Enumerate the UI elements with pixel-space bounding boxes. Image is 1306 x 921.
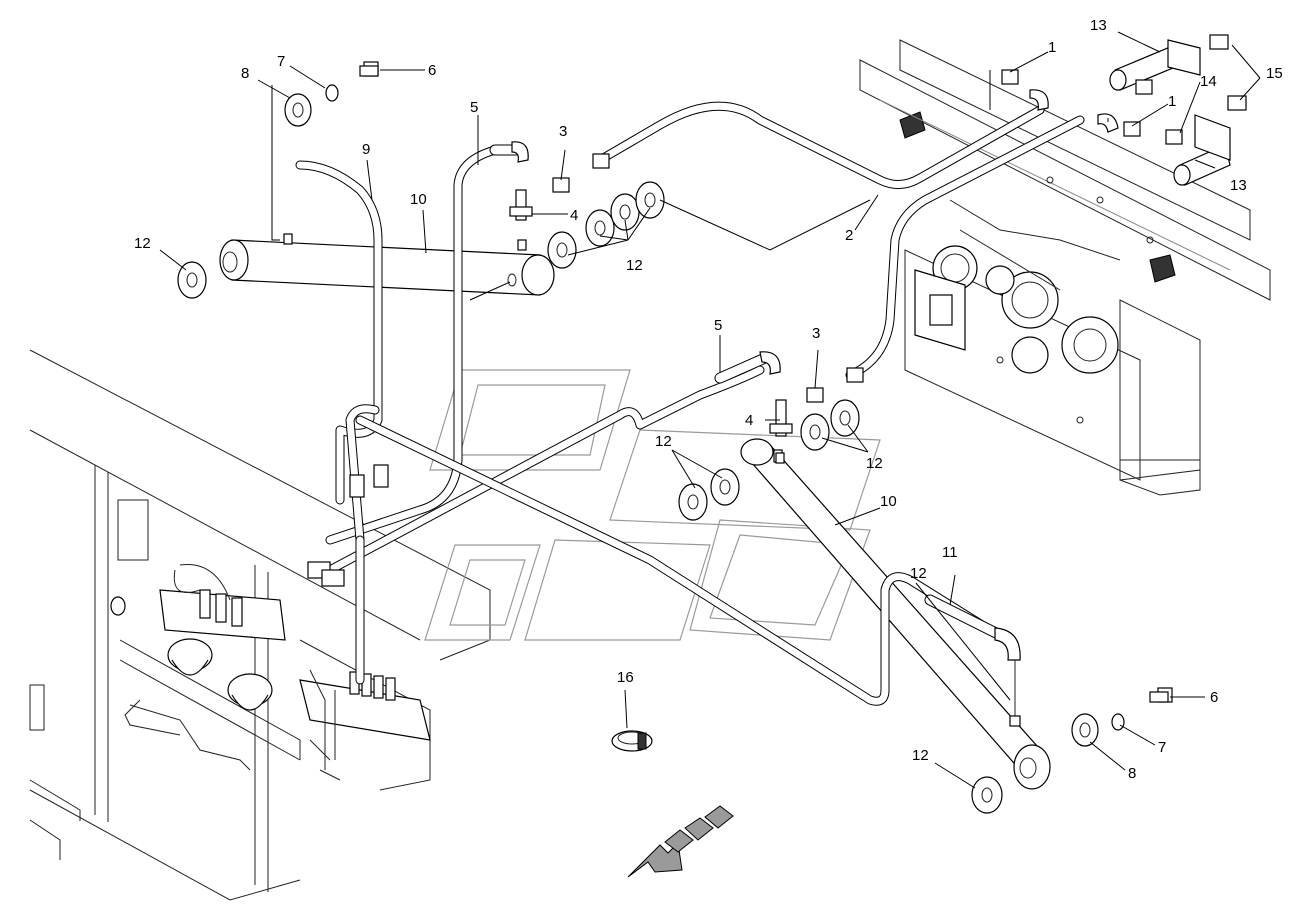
hydraulic-cylinder-upper — [219, 233, 555, 296]
bracket-13-upper — [1109, 39, 1201, 91]
callout-5: 5 — [714, 317, 722, 334]
callout-9: 9 — [362, 141, 370, 158]
callout-labels: 1 1 2 3 3 4 4 5 5 6 6 7 7 8 8 9 10 10 11… — [134, 17, 1283, 782]
hose-clamp-16 — [611, 730, 653, 752]
washer-12-upper-left — [177, 261, 207, 299]
washers-12-upper-stack — [547, 181, 665, 269]
tee-fitting-upper — [509, 189, 533, 251]
bolt-15 — [1209, 34, 1247, 111]
washer-12-lower — [971, 776, 1003, 814]
callout-12: 12 — [626, 257, 643, 274]
nut-3-upper — [552, 153, 610, 193]
hydraulic-cylinder-lower — [740, 438, 1051, 790]
bracket-13-lower — [1173, 114, 1231, 186]
callout-12: 12 — [910, 565, 927, 582]
callout-10: 10 — [410, 191, 427, 208]
valve-manifold — [299, 669, 431, 781]
leader-lines — [159, 31, 1261, 789]
hose-5-upper — [489, 141, 529, 163]
callout-8: 8 — [1128, 765, 1136, 782]
callout-1: 1 — [1048, 39, 1056, 56]
callout-7: 7 — [277, 53, 285, 70]
callout-14: 14 — [1200, 73, 1217, 90]
callout-13: 13 — [1090, 17, 1107, 34]
callout-11: 11 — [942, 544, 958, 561]
callout-10: 10 — [880, 493, 897, 510]
callout-12: 12 — [134, 235, 151, 252]
spacer-8-upper — [284, 93, 312, 127]
bolt-6-lower — [1149, 687, 1173, 703]
callout-3: 3 — [812, 325, 820, 342]
spacer-8-lower — [1071, 713, 1099, 747]
washer-7-upper — [325, 84, 339, 102]
callout-12: 12 — [912, 747, 929, 764]
nut-14 — [1135, 79, 1183, 145]
elbow-fitting-1 — [1001, 69, 1141, 137]
washers-12-middle-right — [800, 399, 860, 451]
callout-2: 2 — [845, 227, 853, 244]
hose-5-lower — [714, 351, 781, 384]
hose-fittings-left — [307, 464, 389, 587]
pipe-5-left — [325, 145, 500, 545]
pipe-long-diagonal — [325, 365, 995, 706]
callout-1: 1 — [1168, 93, 1176, 110]
hose-11 — [924, 594, 1021, 727]
callout-4: 4 — [745, 412, 753, 429]
nut-3-lower — [806, 367, 864, 403]
callout-6: 6 — [1210, 689, 1218, 706]
callout-12: 12 — [866, 455, 883, 472]
direction-arrow — [627, 805, 734, 878]
callout-4: 4 — [570, 207, 578, 224]
callout-16: 16 — [617, 669, 634, 686]
pipe-9 — [295, 160, 383, 505]
washer-7-lower — [1111, 713, 1125, 731]
tee-fitting-lower — [769, 399, 793, 464]
washers-12-middle-left — [678, 468, 740, 521]
callout-12: 12 — [655, 433, 672, 450]
pipe-2-upper — [595, 101, 1085, 380]
callout-5: 5 — [470, 99, 478, 116]
hydraulic-block — [110, 563, 286, 771]
bolt-6-upper — [359, 61, 379, 77]
callout-3: 3 — [559, 123, 567, 140]
callout-15: 15 — [1266, 65, 1283, 82]
callout-6: 6 — [428, 62, 436, 79]
callout-8: 8 — [241, 65, 249, 82]
callout-7: 7 — [1158, 739, 1166, 756]
machine-frame-right — [859, 39, 1271, 496]
callout-13: 13 — [1230, 177, 1247, 194]
